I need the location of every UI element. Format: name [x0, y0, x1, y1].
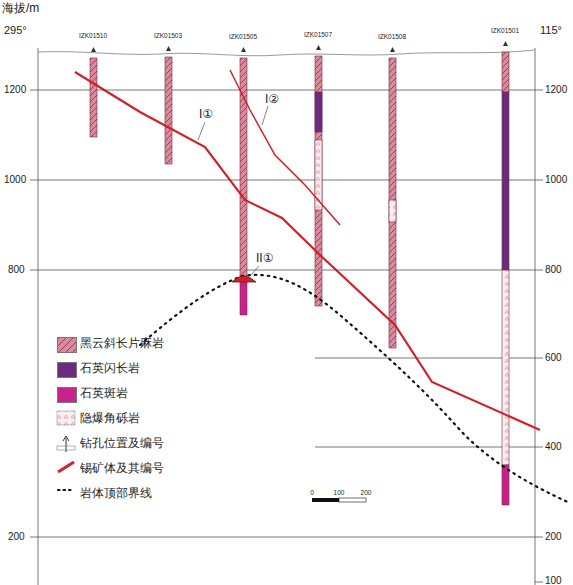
axes	[30, 48, 543, 585]
hole-id: IZK01501	[491, 27, 519, 34]
axis-title: 海拔/m	[2, 2, 39, 15]
hole-id: IZK01503	[154, 32, 182, 39]
hole-id: IZK01508	[378, 33, 406, 40]
elevation: 1200	[545, 84, 567, 95]
legend-text: 石英闪长岩	[80, 362, 140, 375]
hole-id: IZK01507	[304, 31, 332, 38]
elevation: 1000	[545, 174, 567, 185]
legend-text: 岩体顶部界线	[80, 487, 152, 500]
orebody-id: I①	[198, 108, 214, 121]
ore-lens	[232, 276, 256, 282]
ore-bodies	[75, 70, 540, 430]
legend-text: 钻孔位置及编号	[80, 437, 164, 450]
hole-markers	[91, 41, 508, 52]
scale-number: 100	[334, 489, 345, 496]
elevation: 1000	[4, 174, 26, 185]
leader-lines	[198, 106, 268, 276]
elevation: 200	[545, 531, 562, 542]
legend-swatch	[57, 387, 77, 403]
hole-id: IZK01505	[229, 33, 257, 40]
elevation: 800	[8, 264, 25, 275]
elevation: 600	[545, 352, 562, 363]
scale-number: 200	[361, 489, 372, 496]
elevation: 800	[545, 264, 562, 275]
legend-text: 锡矿体及其编号	[80, 462, 164, 475]
azimuth: 295°	[4, 24, 27, 36]
legend-text: 黑云斜长片麻岩	[80, 337, 164, 350]
elevation: 200	[8, 531, 25, 542]
ground-line	[38, 50, 535, 56]
orebody-id: II①	[255, 252, 274, 265]
scale-bar	[312, 498, 366, 502]
elevation: 100	[545, 575, 562, 585]
scale-number: 0	[310, 489, 314, 496]
legend-swatch	[57, 337, 77, 353]
legend-text: 隐爆角砾岩	[80, 412, 140, 425]
intrusion-boundary	[140, 275, 570, 503]
legend-swatch	[57, 362, 77, 378]
legend-symbols	[57, 411, 75, 490]
orebody-id: I②	[264, 93, 280, 106]
azimuth: 115°	[540, 24, 562, 36]
hole-id: IZK01510	[79, 32, 107, 39]
elevation: 1200	[4, 84, 26, 95]
elevation: 400	[545, 441, 562, 452]
legend-text: 石英斑岩	[80, 387, 128, 400]
